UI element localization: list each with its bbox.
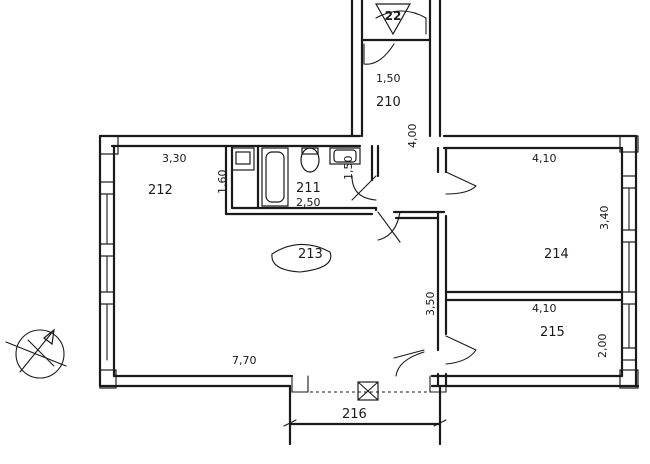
dimension-room213-width: 7,70: [232, 354, 257, 367]
room-label-215: 215: [540, 325, 565, 340]
dimension-room213-depth: 3,50: [424, 292, 437, 317]
dimension-bath-depth: 1,60: [216, 170, 229, 195]
dimension-room215-width: 4,10: [532, 302, 557, 315]
room-label-214: 214: [544, 247, 569, 262]
windows-left: [99, 181, 115, 361]
room-label-211: 211: [296, 181, 321, 196]
dimension-room214-width: 4,10: [532, 152, 557, 165]
room-label-210: 210: [376, 95, 401, 110]
dimension-hall-width: 1,50: [376, 72, 401, 85]
room-label-216: 216: [342, 407, 367, 422]
flat-number: 22: [385, 9, 402, 23]
room-label-213: 213: [298, 247, 323, 262]
dimension-room214-depth: 3,40: [598, 206, 611, 231]
bath-fixtures: [231, 147, 361, 207]
dimension-room212-width: 3,30: [162, 152, 187, 165]
dimension-bath-side: 1,50: [342, 156, 355, 181]
balcony: [283, 375, 447, 446]
doors: [351, 10, 477, 377]
dimension-bath-width: 2,50: [296, 196, 321, 209]
flat-number-badge: [374, 3, 412, 36]
north-arrow-icon: [5, 328, 67, 379]
windows-right: [621, 175, 637, 361]
dimension-hall-length: 4,00: [406, 124, 419, 149]
room-label-212: 212: [148, 183, 173, 198]
room-213-marker: [271, 243, 332, 273]
dimension-room215-depth: 2,00: [596, 334, 609, 359]
